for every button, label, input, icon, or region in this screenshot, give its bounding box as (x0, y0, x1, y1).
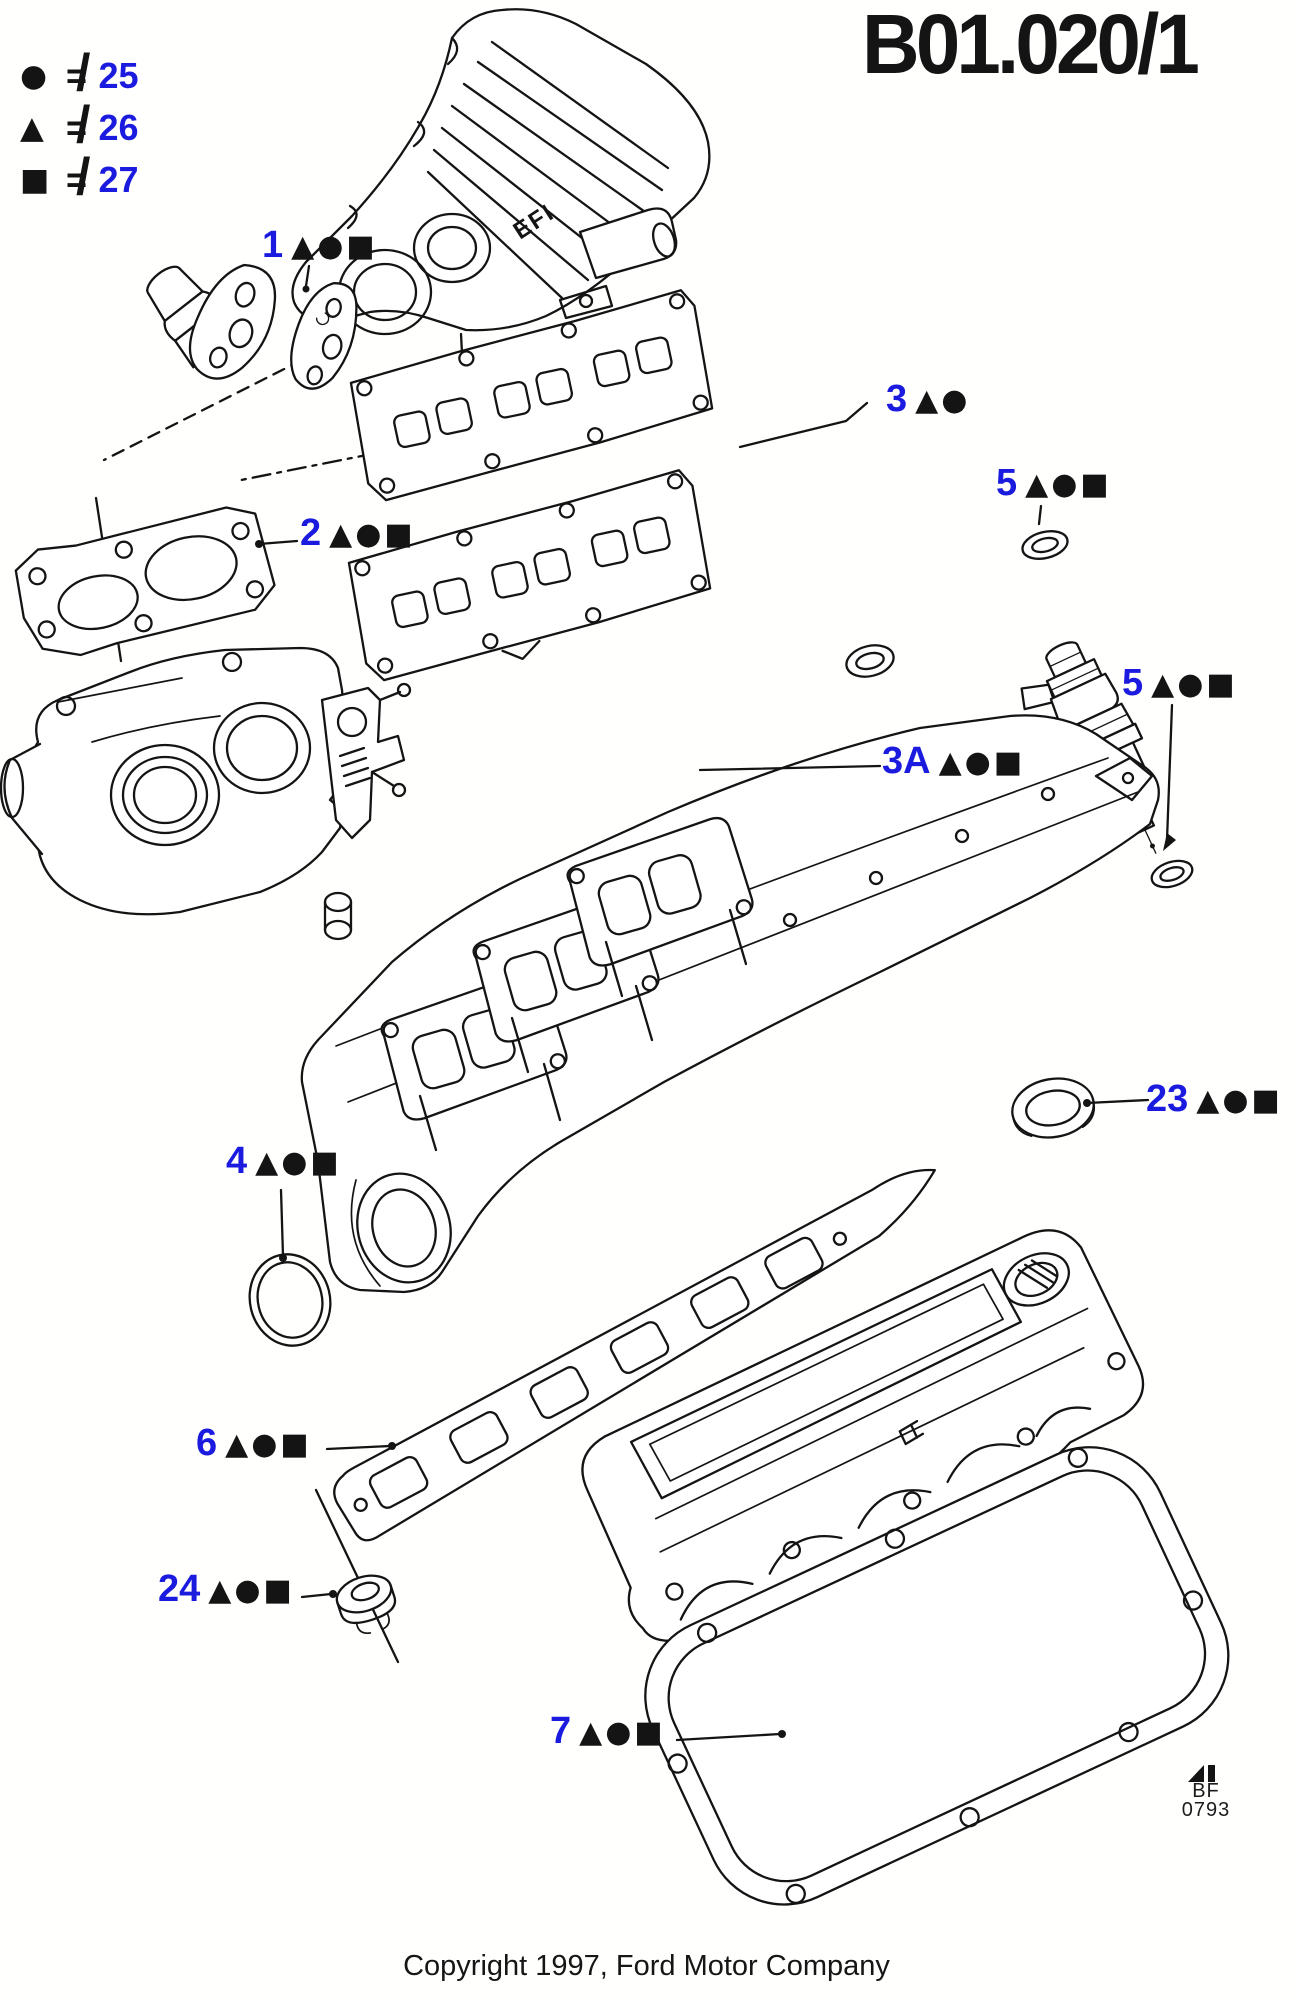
callout-23: 23 ▲●■ (1146, 1080, 1283, 1118)
equals-glyph: = (66, 159, 88, 200)
callout-number: 4 (226, 1140, 248, 1182)
page-title: B01.020/1 (862, 0, 1200, 91)
callout-symbols: ▲●■ (1151, 666, 1238, 702)
callout-number: 3A (882, 740, 931, 782)
callout-symbols: ▲●■ (579, 1714, 666, 1750)
slash-glyph: / (76, 44, 91, 102)
valve-cover (581, 1229, 1145, 1642)
slash-glyph: / (76, 96, 91, 154)
upper-manifold-gasket-2 (347, 469, 712, 682)
callout-6: 6 ▲●■ (196, 1424, 312, 1462)
symbol-legend: ● = / 25 ▲ = / 26 ■ = / 27 (20, 44, 139, 206)
callout-5-upper: 5 ▲●■ (996, 464, 1112, 502)
injector-seal-top (1021, 530, 1069, 560)
equals-glyph: = (66, 107, 88, 148)
legend-row: ● = / 25 (20, 44, 139, 102)
upper-manifold-gasket (349, 289, 714, 502)
callout-number: 2 (300, 512, 322, 554)
callout-24: 24 ▲●■ (158, 1570, 295, 1608)
valve-cover-gasket (333, 1168, 936, 1542)
callout-4: 4 ▲●■ (226, 1142, 342, 1180)
callout-number: 1 (262, 224, 284, 266)
callout-3: 3 ▲● (886, 380, 970, 418)
callout-number: 6 (196, 1422, 218, 1464)
callout-number: 24 (158, 1568, 201, 1610)
slash-glyph: / (76, 148, 91, 206)
bf-stamp-icon (1188, 1765, 1215, 1782)
throttle-body-gasket (14, 506, 276, 657)
sensor (146, 263, 277, 380)
callout-symbols: ▲●■ (1025, 466, 1112, 502)
callout-symbols: ▲●■ (208, 1572, 295, 1608)
callout-7: 7 ▲●■ (550, 1712, 666, 1750)
grommet (335, 1574, 397, 1635)
circle-symbol: ● (20, 58, 48, 94)
valve-cover-seal-gasket (644, 1446, 1230, 1906)
square-symbol: ■ (20, 162, 50, 198)
legend-row: ■ = / 27 (20, 148, 139, 206)
callout-symbols: ▲●■ (1196, 1082, 1283, 1118)
fiche-stamp: BF 0793 (1168, 1780, 1244, 1821)
equals-glyph: = (66, 55, 88, 96)
callout-3A: 3A ▲●■ (882, 742, 1025, 780)
legend-ref-number: 27 (98, 159, 139, 200)
callout-symbols: ▲● (915, 382, 971, 418)
stamp-code: BF (1192, 1780, 1220, 1802)
o-ring (248, 1253, 332, 1347)
callout-symbols: ▲●■ (938, 744, 1026, 780)
callout-symbols: ▲●■ (329, 516, 416, 552)
copyright-line: Copyright 1997, Ford Motor Company (403, 1950, 890, 1982)
callout-symbols: ▲●■ (291, 228, 378, 264)
leader-lines (255, 264, 1176, 1742)
triangle-symbol: ▲ (20, 110, 44, 146)
callout-number: 23 (1146, 1078, 1189, 1120)
manifold-port-seal (1011, 1077, 1096, 1139)
throttle-body (0, 646, 412, 916)
callout-symbols: ▲●■ (255, 1144, 342, 1180)
callout-2: 2 ▲●■ (300, 514, 416, 552)
sensor-gasket (290, 282, 358, 390)
injector-seal-mid (845, 644, 895, 678)
callout-number: 3 (886, 378, 908, 420)
legend-row: ▲ = / 26 (20, 96, 139, 154)
callout-symbols: ▲●■ (225, 1426, 312, 1462)
lower-intake-manifold (300, 714, 1160, 1294)
callout-1: 1 ▲●■ (262, 226, 378, 264)
callout-number: 7 (550, 1710, 572, 1752)
injector-seal-tip (1150, 859, 1194, 889)
upper-intake-manifold: EFI (291, 8, 711, 336)
callout-5-lower: 5 ▲●■ (1122, 664, 1238, 702)
legend-ref-number: 25 (98, 55, 139, 96)
callout-number: 5 (996, 462, 1018, 504)
legend-ref-number: 26 (98, 107, 139, 148)
stamp-number: 0793 (1181, 1799, 1231, 1821)
callout-number: 5 (1122, 662, 1144, 704)
